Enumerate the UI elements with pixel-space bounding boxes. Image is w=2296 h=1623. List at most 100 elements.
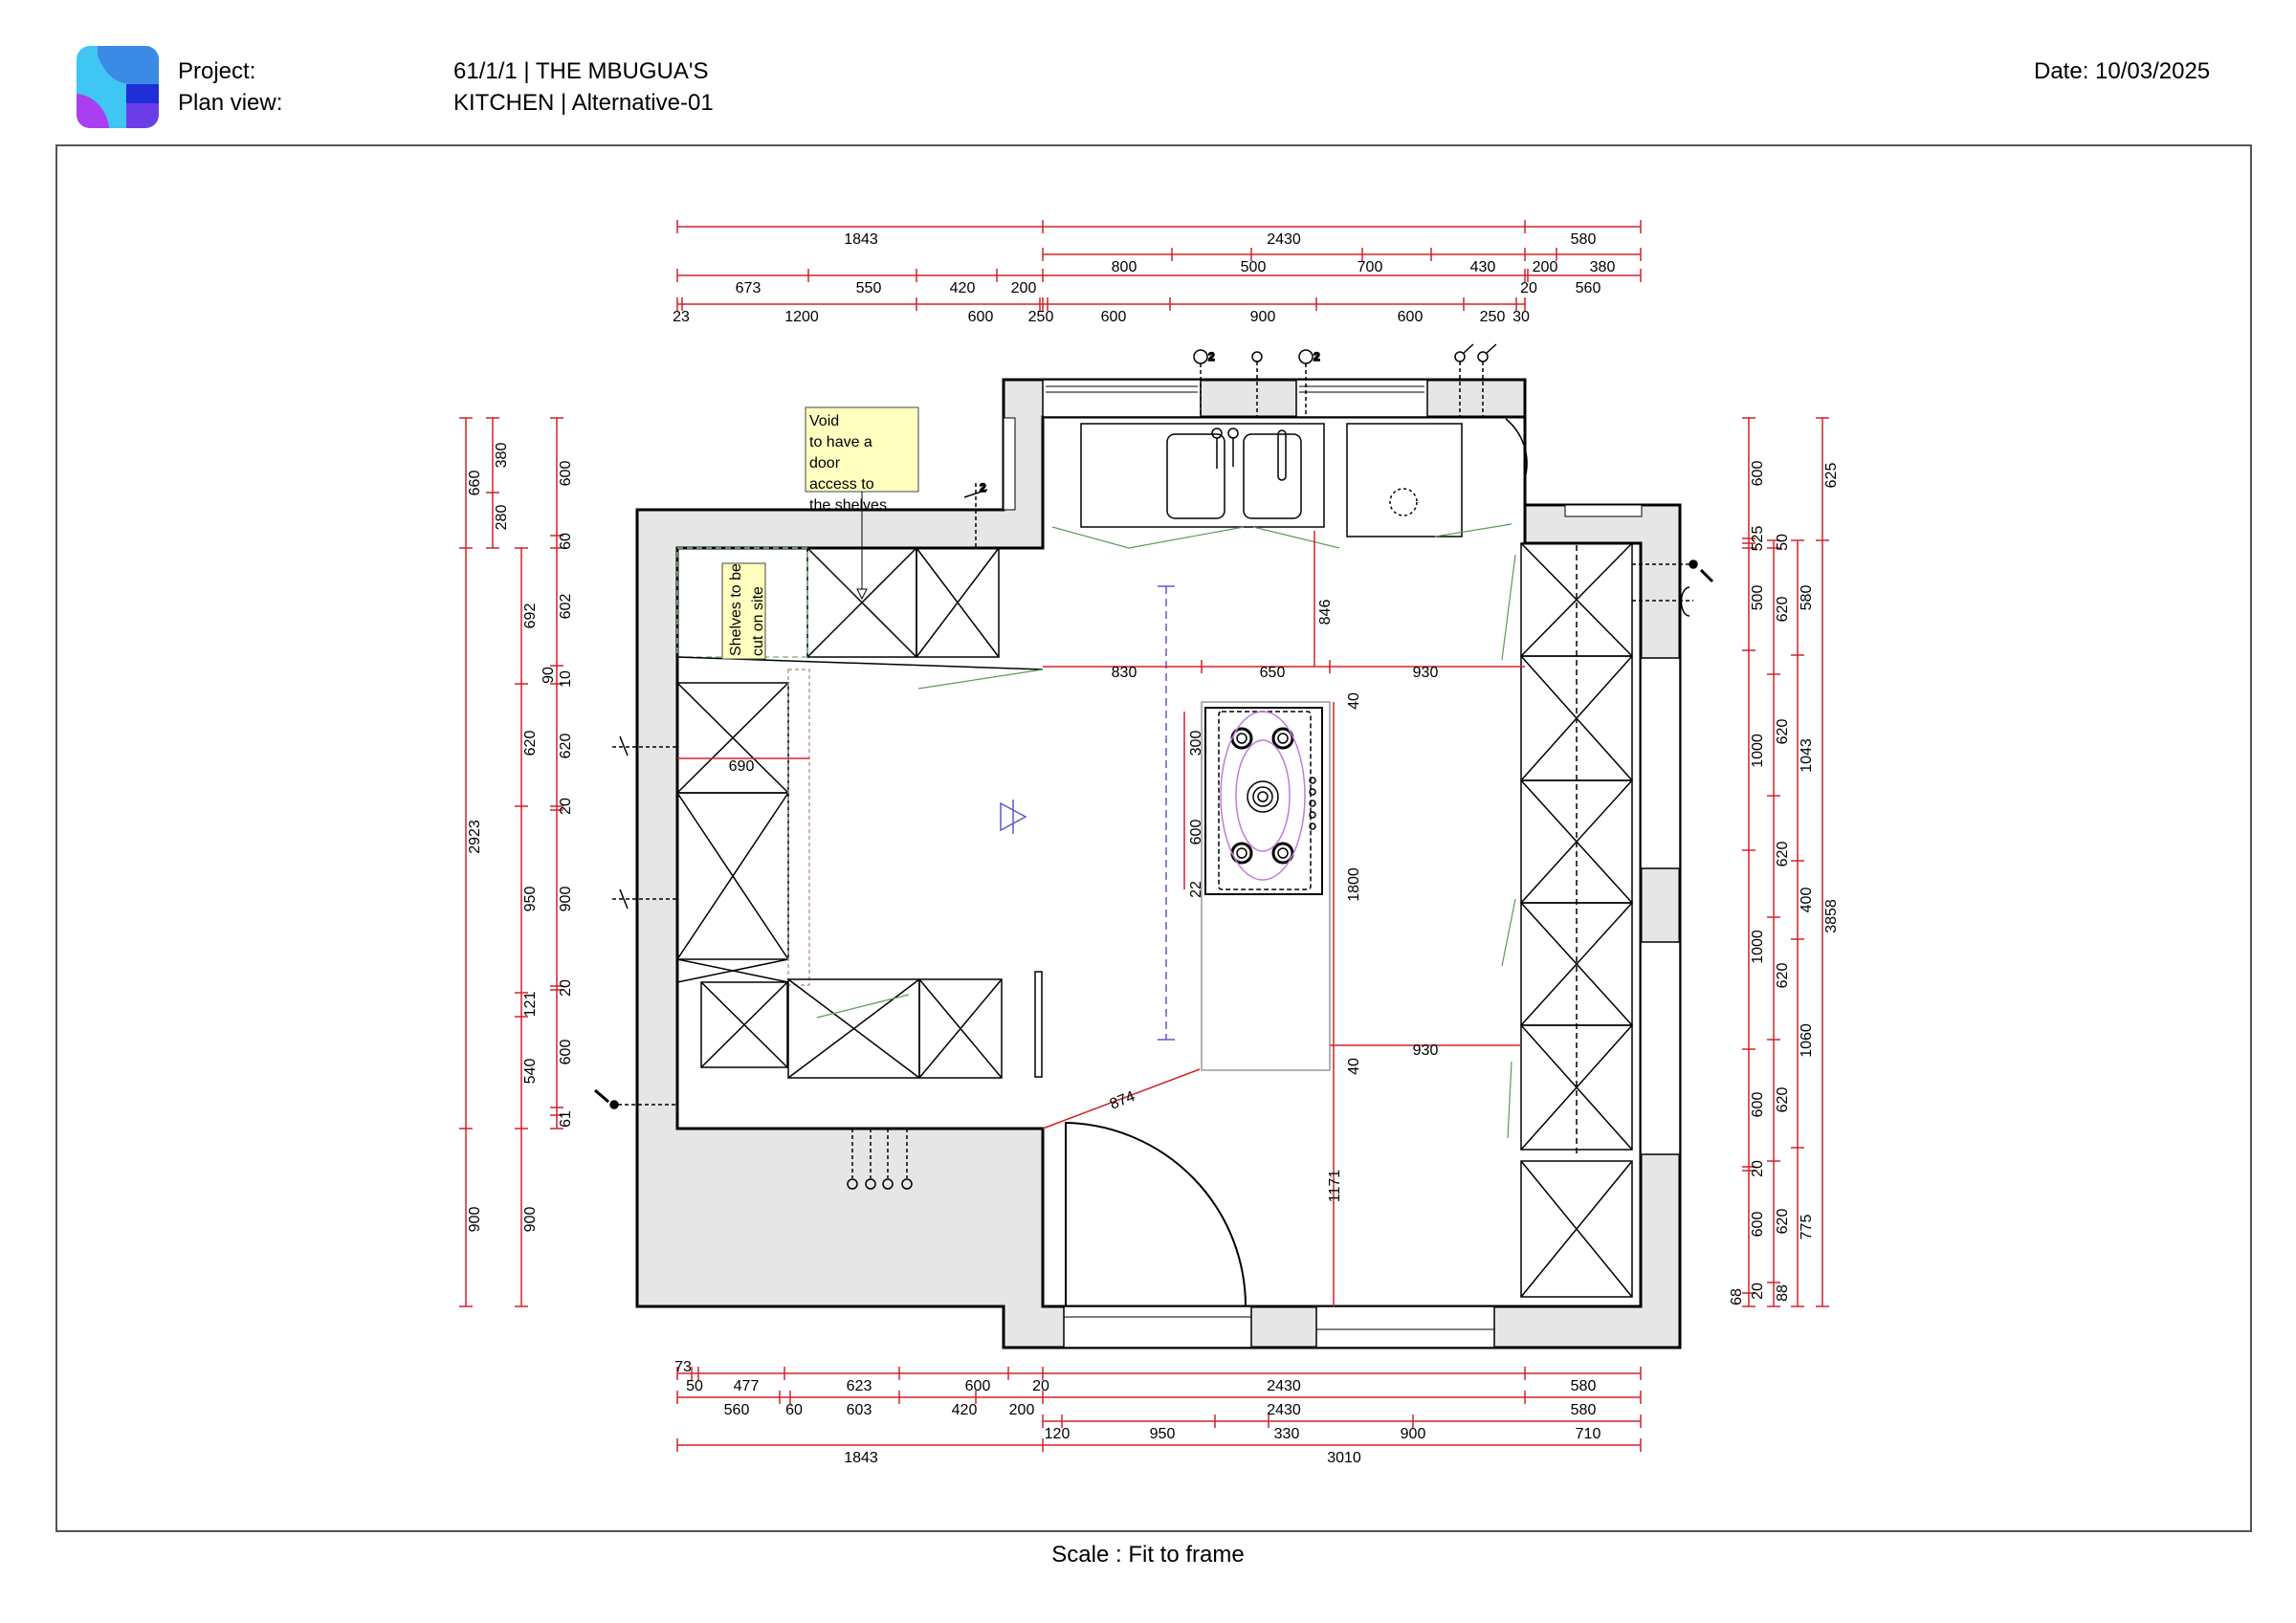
section-guide: [1000, 585, 1175, 1041]
dimension-label: 280: [494, 505, 510, 531]
interior-dimension-lines: [677, 531, 1525, 1306]
note-void-door: Void to have a door access to the shelve…: [805, 406, 919, 601]
dimension-label: 930: [1413, 665, 1439, 681]
dimension-label: 200: [1533, 259, 1558, 275]
socket-icon: [612, 888, 677, 910]
dimension-label: 620: [1775, 1087, 1791, 1113]
dimension-label: 620: [1775, 963, 1791, 989]
dimension-label: 500: [1241, 259, 1267, 275]
dimension-label: 200: [1011, 280, 1037, 296]
cabinets-right-column: [1520, 542, 1633, 1298]
dimension-label: 600: [1398, 309, 1424, 325]
svg-text:2: 2: [1208, 350, 1215, 363]
sink-counter: [1080, 418, 1528, 537]
dimension-label: 623: [847, 1378, 872, 1394]
dimension-label: 620: [1775, 1209, 1791, 1235]
dimension-label: 1843: [844, 1450, 878, 1466]
cabinets-left-column: [676, 669, 810, 1068]
date-label: Date: 10/03/2025: [2034, 58, 2211, 84]
svg-text:access to: access to: [809, 476, 874, 493]
dimension-label: 1171: [1327, 1170, 1343, 1203]
dimension-label: 600: [1101, 309, 1127, 325]
dimension-label: 600: [1750, 461, 1766, 487]
dimension-label: 950: [522, 887, 539, 912]
dimension-label: 121: [522, 992, 539, 1018]
dimension-label: 580: [1799, 585, 1815, 611]
socket-icon: 2: [1298, 349, 1321, 417]
dimension-label: 673: [736, 280, 762, 296]
dimension-label: 900: [522, 1207, 539, 1233]
dimension-label: 690: [729, 758, 755, 775]
drawing-frame: [55, 144, 2252, 1532]
dimension-label: 20: [1032, 1378, 1049, 1394]
dimension-label: 540: [522, 1059, 539, 1085]
dimension-label: 22: [1188, 881, 1204, 898]
dimension-label: 600: [965, 1378, 991, 1394]
dimension-label: 1800: [1346, 867, 1362, 902]
dimension-label: 3010: [1327, 1450, 1361, 1466]
dimension-label: 580: [1571, 1402, 1597, 1418]
dimension-label: 380: [494, 443, 510, 469]
dimension-label: 200: [1009, 1402, 1035, 1418]
dimension-label: 20: [1520, 280, 1537, 296]
scale-label: Scale : Fit to frame: [1051, 1542, 1245, 1568]
svg-text:door: door: [809, 455, 841, 472]
dimension-label: 1043: [1799, 738, 1815, 773]
dimension-label: 950: [1150, 1426, 1176, 1442]
svg-text:the shelves: the shelves: [809, 497, 887, 514]
dimension-label: 1000: [1750, 930, 1766, 964]
dimension-label: 300: [1188, 731, 1204, 757]
dimension-label: 50: [1775, 534, 1791, 551]
switch-group-icon: [847, 1129, 913, 1190]
svg-text:cut on site: cut on site: [750, 586, 766, 656]
socket-icon: [612, 735, 677, 757]
socket-icon: 2: [1193, 349, 1216, 417]
dimension-label: 600: [1750, 1092, 1766, 1118]
dimension-label: 250: [1028, 309, 1054, 325]
dimension-label: 602: [558, 594, 574, 620]
dimension-label: 775: [1799, 1215, 1815, 1240]
dimension-label: 710: [1576, 1426, 1601, 1442]
dimension-label: 1060: [1799, 1023, 1815, 1058]
power-point-icon: [1632, 559, 1714, 583]
dimension-label: 650: [1260, 665, 1286, 681]
plan-view-label: Plan view:: [178, 90, 283, 116]
dimension-label: 846: [1317, 600, 1334, 625]
dimension-label: 40: [1346, 1058, 1362, 1075]
svg-text:to have a: to have a: [809, 434, 872, 450]
water-point-icon: [1251, 351, 1263, 417]
dimension-label: 1843: [844, 231, 878, 248]
dimension-label: 800: [1112, 259, 1137, 275]
app-logo: [77, 46, 159, 128]
project-label: Project:: [178, 58, 256, 84]
dimension-label: 380: [1590, 259, 1616, 275]
cabinets-bottom-left: [787, 971, 1043, 1079]
dimension-label: 477: [734, 1378, 760, 1394]
dimension-label: 90: [541, 667, 557, 684]
dimension-label: 620: [1775, 842, 1791, 867]
dimension-label: 625: [1823, 463, 1840, 489]
dimension-label: 692: [522, 603, 539, 629]
dimension-label: 2430: [1267, 1378, 1301, 1394]
dimension-label: 620: [1775, 597, 1791, 623]
power-point-icon: [594, 1088, 677, 1109]
dimension-label: 20: [558, 798, 574, 815]
switch-icon: [1477, 343, 1497, 417]
dimension-label: 620: [522, 731, 539, 757]
dimension-label: 420: [952, 1402, 978, 1418]
dimension-label: 900: [1250, 309, 1276, 325]
dimension-label: 580: [1571, 231, 1597, 248]
dimension-label: 700: [1358, 259, 1383, 275]
dimension-label: 88: [1775, 1284, 1791, 1302]
dimension-label: 600: [968, 309, 994, 325]
dimension-label: 120: [1045, 1426, 1071, 1442]
walls: [635, 378, 1682, 1349]
dimension-label: 930: [1413, 1042, 1439, 1059]
dimension-label: 500: [1750, 585, 1766, 611]
svg-text:2: 2: [980, 481, 986, 494]
dimension-label: 900: [467, 1207, 483, 1233]
note-shelves: Shelves to be cut on site: [721, 562, 766, 660]
electrical-symbols: 2 2 2: [594, 343, 1714, 1190]
